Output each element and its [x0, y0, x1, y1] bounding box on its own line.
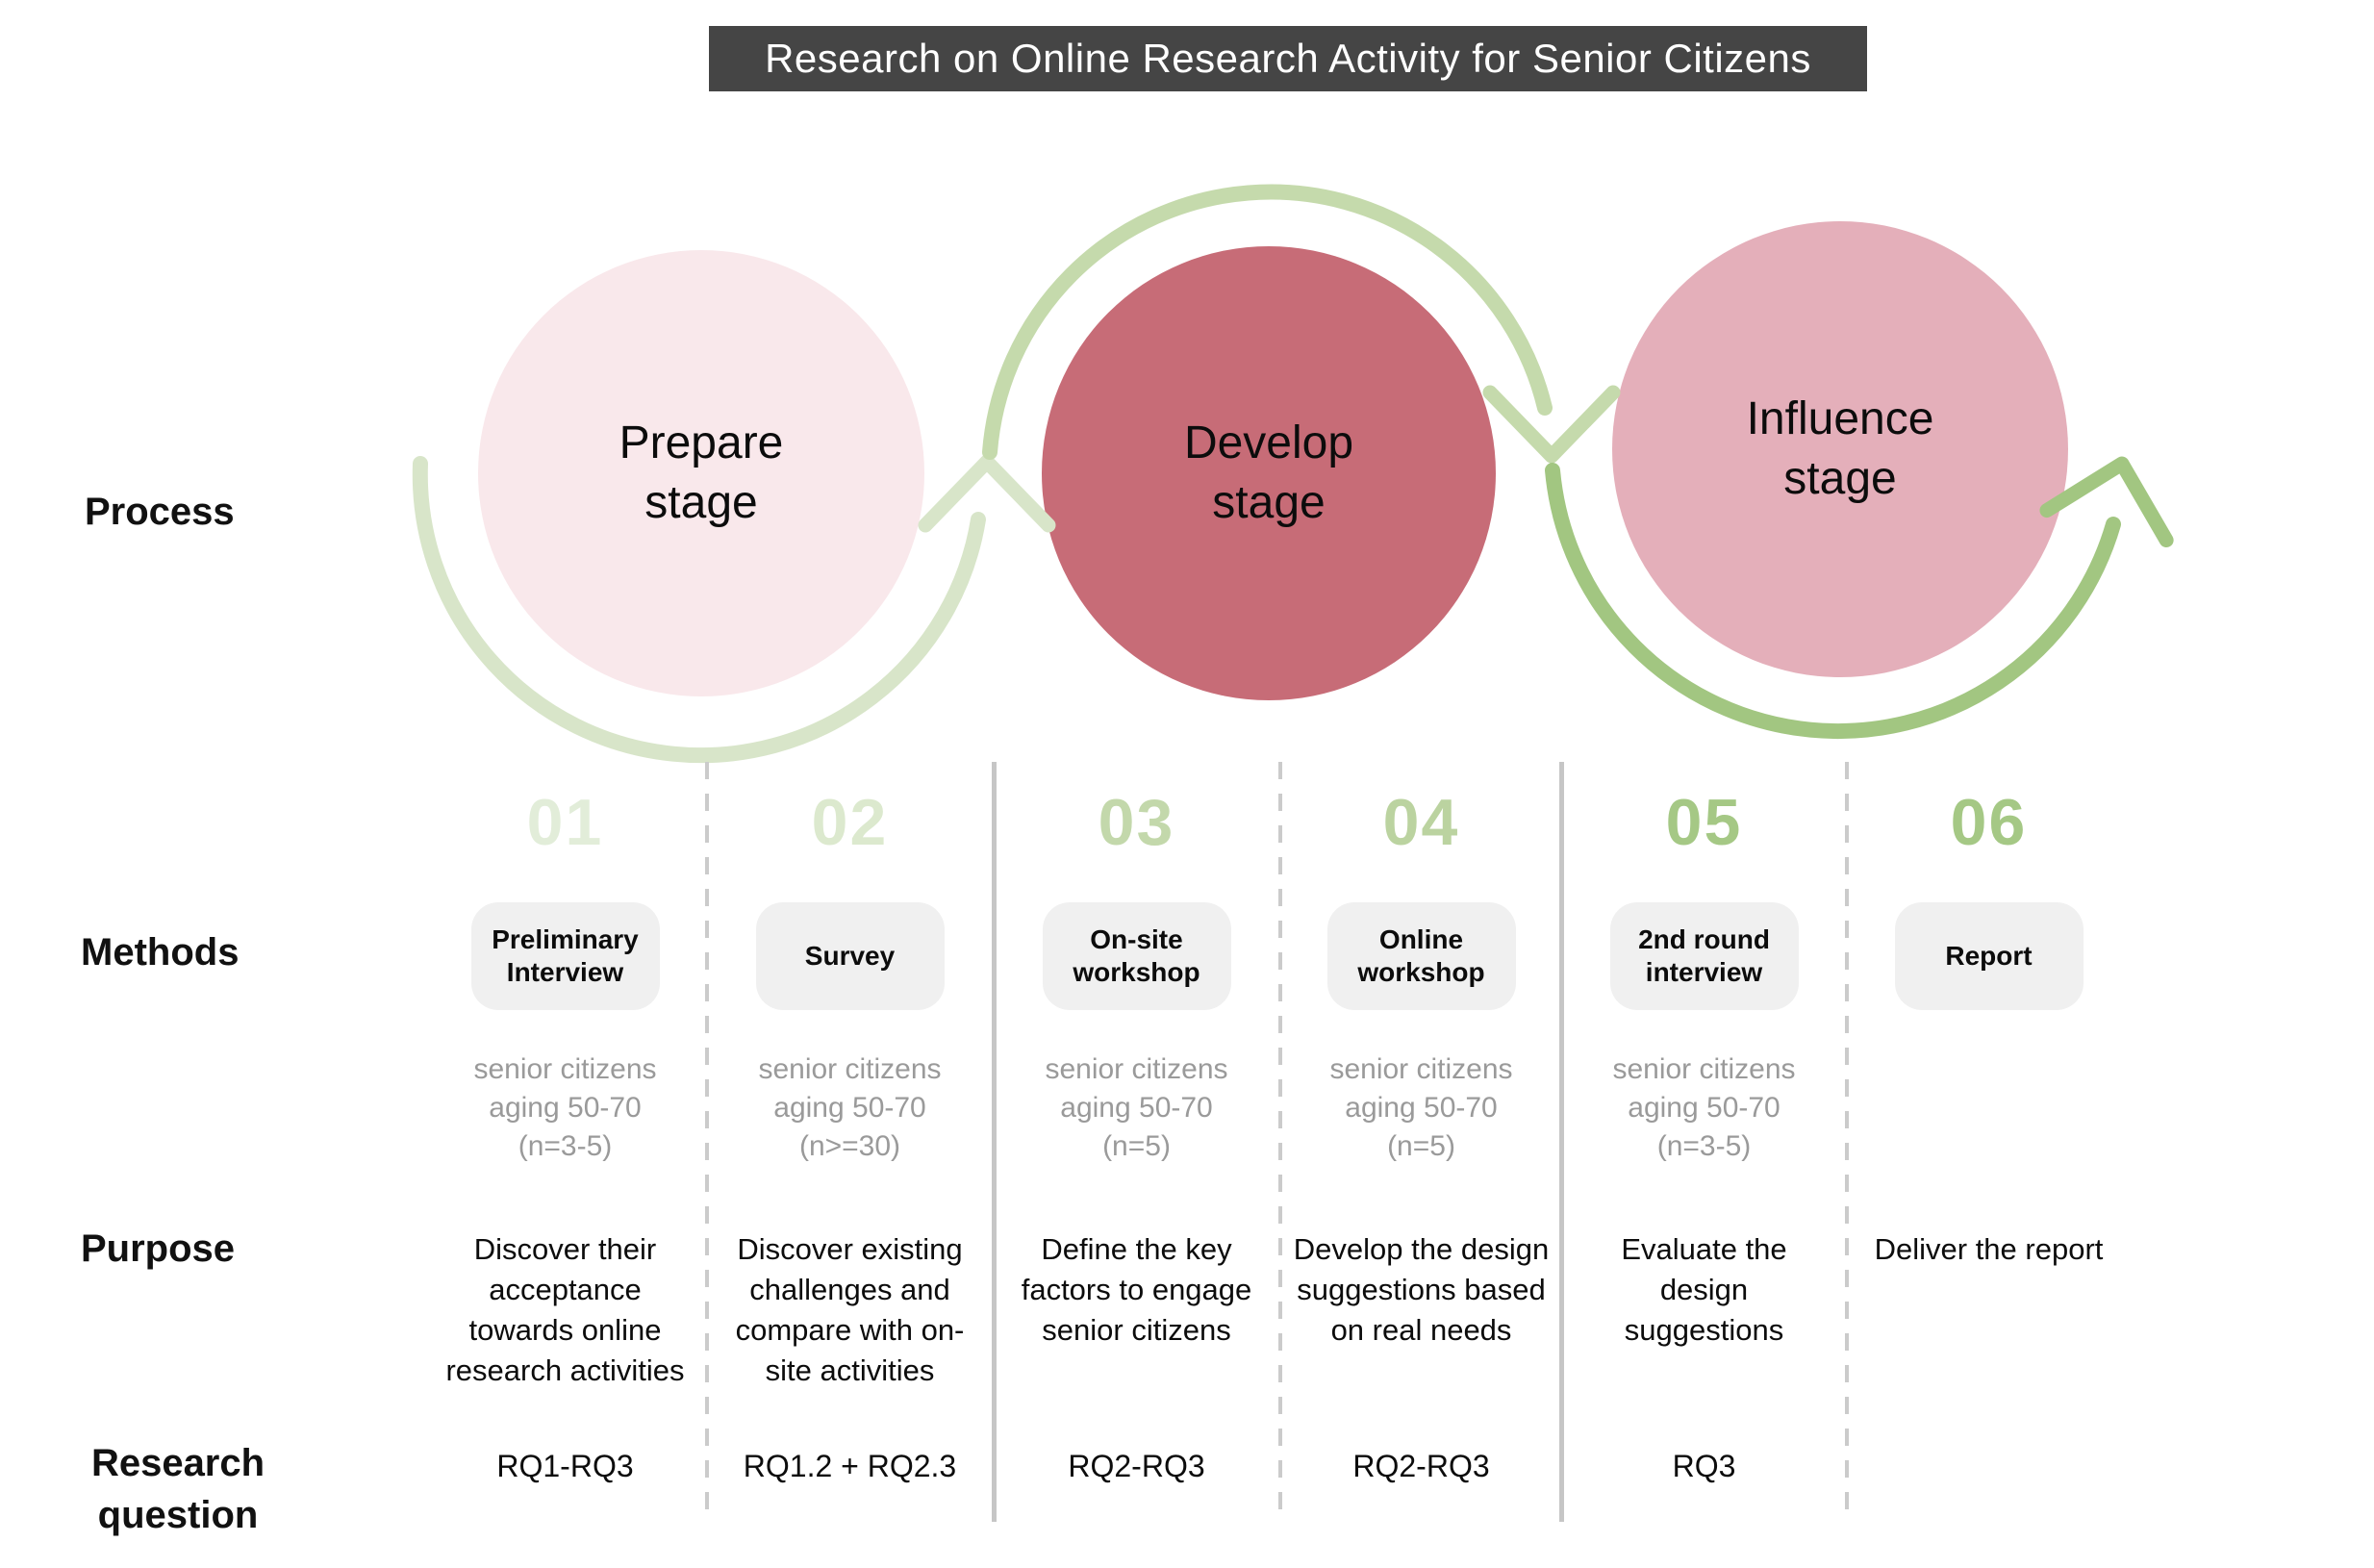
participants-note: senior citizens aging 50-70 (n=3-5): [1612, 1053, 1796, 1162]
method-chip: On-site workshop: [1042, 902, 1231, 1010]
method-chip-label: 2nd round interview: [1638, 924, 1770, 987]
purpose-text: Evaluate the design suggestions: [1621, 1232, 1787, 1347]
step-number: 01: [526, 786, 604, 859]
row-label-methods: Methods: [81, 931, 240, 974]
participants-note: senior citizens aging 50-70 (n>=30): [758, 1053, 942, 1162]
stage-label-prepare: Prepare stage: [619, 417, 784, 528]
method-chip: Preliminary Interview: [470, 902, 660, 1010]
column-divider-solid: [992, 762, 997, 1522]
method-chip: Online workshop: [1326, 902, 1516, 1010]
participants-note: senior citizens aging 50-70 (n=5): [1329, 1053, 1513, 1162]
purpose-text: Develop the design suggestions based on …: [1293, 1232, 1550, 1347]
stage-circle-develop: Develop stage: [1042, 246, 1496, 700]
stage-circle-influence: Influence stage: [1612, 221, 2068, 677]
step-number: 05: [1665, 786, 1743, 859]
step-number: 06: [1950, 786, 2028, 859]
column-04: 04 Online workshop senior citizens aging…: [1279, 762, 1563, 1568]
participants-note: senior citizens aging 50-70 (n=5): [1045, 1053, 1228, 1162]
row-label-process: Process: [85, 491, 235, 533]
arrowhead-down-icon: [1482, 385, 1621, 464]
column-05: 05 2nd round interview senior citizens a…: [1562, 762, 1846, 1568]
research-question-value: RQ1.2 + RQ2.3: [743, 1449, 957, 1483]
method-chip-label: Online workshop: [1357, 924, 1485, 987]
column-03: 03 On-site workshop senior citizens agin…: [995, 762, 1278, 1568]
row-label-research-question: Research question: [90, 1442, 265, 1536]
title-bar: Research on Online Research Activity for…: [709, 26, 1867, 91]
column-divider-dashed: [1845, 762, 1849, 1522]
step-number: 04: [1382, 786, 1460, 859]
row-label-purpose: Purpose: [81, 1227, 236, 1270]
step-number: 02: [811, 786, 889, 859]
purpose-text: Discover their acceptance towards online…: [445, 1232, 685, 1387]
method-chip: Survey: [755, 902, 945, 1010]
stage-label-influence: Influence stage: [1746, 393, 1934, 504]
arrowhead-up-icon: [918, 454, 1056, 533]
purpose-text: Discover existing challenges and compare…: [735, 1232, 965, 1387]
column-06: 06 Report Deliver the report: [1847, 762, 2131, 1568]
research-question-value: RQ2-RQ3: [1352, 1449, 1490, 1483]
research-question-value: RQ2-RQ3: [1068, 1449, 1205, 1483]
column-divider-solid: [1559, 762, 1564, 1522]
method-chip-label: On-site workshop: [1073, 924, 1200, 987]
purpose-text: Deliver the report: [1874, 1232, 2104, 1266]
research-question-value: RQ3: [1672, 1449, 1736, 1483]
column-divider-dashed: [1278, 762, 1282, 1522]
method-chip-label: Report: [1945, 941, 2033, 971]
purpose-text: Define the key factors to engage senior …: [1021, 1232, 1252, 1347]
method-chip-label: Survey: [804, 941, 896, 971]
method-chip: Report: [1894, 902, 2084, 1010]
stage-circle-prepare: Prepare stage: [478, 250, 924, 696]
research-question-value: RQ1-RQ3: [496, 1449, 634, 1483]
step-number: 03: [1098, 786, 1175, 859]
method-chip: 2nd round interview: [1609, 902, 1799, 1010]
method-chip-label: Preliminary Interview: [492, 924, 639, 987]
page-title: Research on Online Research Activity for…: [765, 36, 1811, 81]
stage-label-develop: Develop stage: [1183, 417, 1354, 528]
column-divider-dashed: [705, 762, 709, 1522]
participants-note: senior citizens aging 50-70 (n=3-5): [473, 1053, 657, 1162]
column-02: 02 Survey senior citizens aging 50-70 (n…: [708, 762, 992, 1568]
column-01: 01 Preliminary Interview senior citizens…: [423, 762, 707, 1568]
